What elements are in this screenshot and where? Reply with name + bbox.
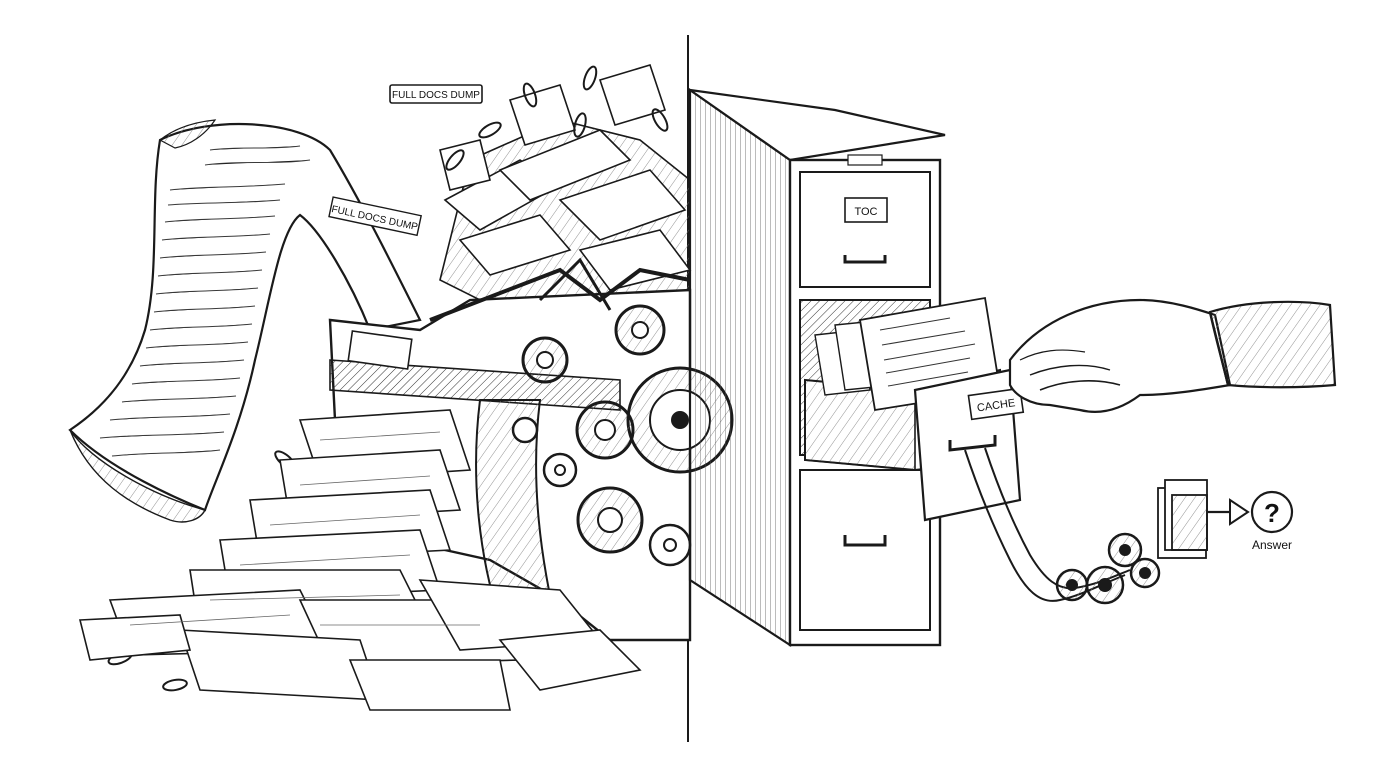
gear-small-1 (542, 452, 578, 488)
cache-label-text: CACHE (976, 397, 1016, 414)
paper-spill-bottom (78, 409, 642, 711)
answer-arrow (1208, 498, 1250, 526)
cluster-gear-2 (1085, 565, 1125, 605)
mini-file-bundle (1157, 479, 1208, 559)
gear-medium-1 (575, 400, 635, 460)
gear-medium-4 (576, 486, 644, 554)
drawer-bottom (799, 469, 931, 631)
filing-cabinet: TOC (688, 87, 1025, 648)
answer-question-icon: ? (1250, 490, 1294, 534)
small-gear-cluster (1055, 532, 1161, 605)
gear-machine (328, 257, 692, 642)
scroll-label-box (328, 196, 423, 237)
gear-medium-2 (521, 336, 569, 384)
left-panel: FULL DOCS DUMP FULL DOCS DUMP (68, 64, 734, 711)
open-drawer-handle (948, 435, 997, 452)
paper-pile-top (439, 64, 692, 321)
answer-label: Answer (1252, 538, 1292, 552)
cabinet-top-label-plate (847, 154, 883, 166)
paper-scroll: FULL DOCS DUMP (68, 119, 423, 523)
sleeve (1208, 300, 1337, 389)
cache-label: CACHE (967, 387, 1025, 421)
drawer-toc: TOC (799, 171, 931, 288)
drawer-open: CACHE (804, 296, 1025, 522)
toc-drawer-handle (843, 255, 887, 264)
cluster-gear-1 (1055, 568, 1089, 602)
cluster-gear-3 (1107, 532, 1143, 568)
sign-label-text: FULL DOCS DUMP (392, 90, 480, 101)
reaching-hand (1008, 298, 1337, 413)
gear-medium-3 (614, 304, 666, 356)
paper-spill-text-lines (129, 431, 480, 626)
gear-small-3 (511, 416, 539, 444)
full-docs-dump-sign: FULL DOCS DUMP (389, 84, 483, 104)
answer-symbol: ? (1264, 498, 1280, 528)
right-panel: TOC (688, 87, 1337, 648)
toc-label-frame (844, 197, 888, 223)
toc-label-text: TOC (854, 206, 877, 218)
gear-small-2 (648, 523, 692, 567)
cluster-gear-4 (1129, 557, 1161, 589)
bottom-drawer-handle (843, 535, 887, 547)
